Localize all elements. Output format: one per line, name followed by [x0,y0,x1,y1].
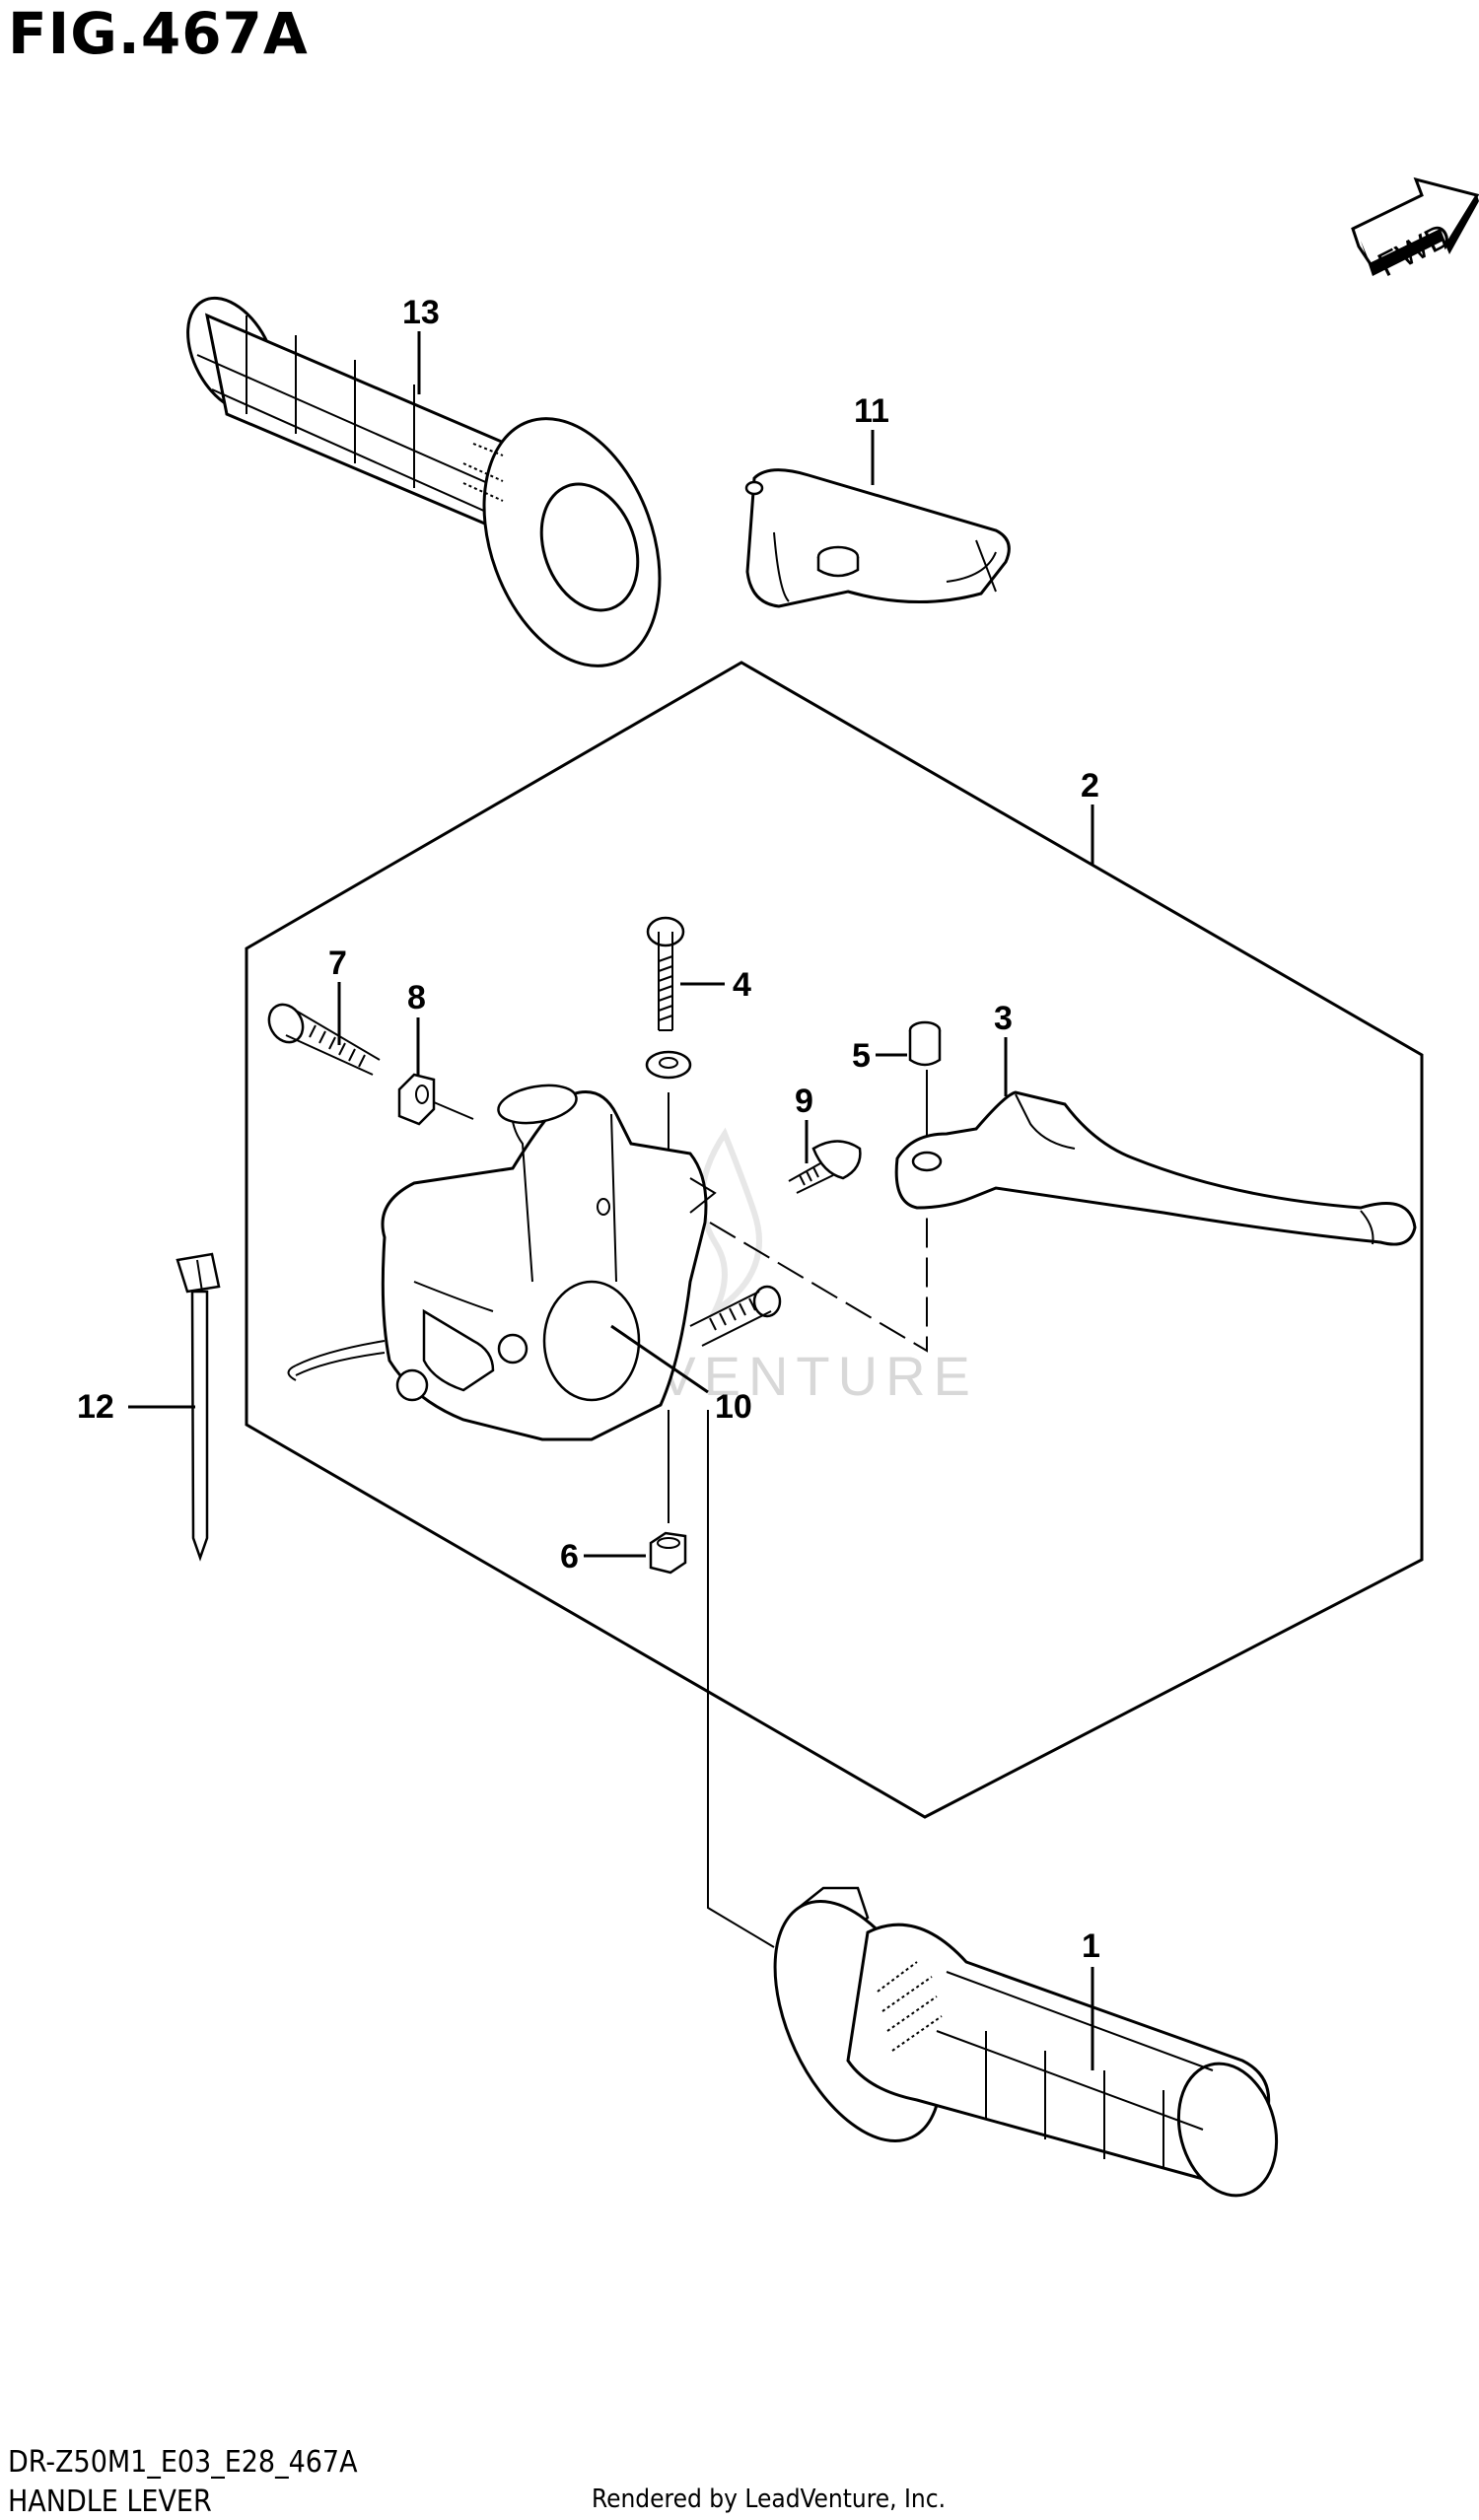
callout-number: 13 [402,294,440,331]
callout-number: 3 [994,1000,1013,1037]
callout-number: 11 [854,392,889,430]
bolt-icon [267,1003,381,1076]
figure-title: FIG.467A [8,0,309,67]
callout-6: 6 [560,1538,646,1575]
diagram-name: HANDLE LEVER [8,2485,212,2519]
callout-number: 5 [852,1037,871,1075]
left-handle-grip-icon [186,296,662,667]
callout-number: 7 [328,945,347,982]
nut-icon [649,1531,687,1575]
callout-number: 6 [560,1538,579,1575]
assembly-line [707,1410,775,1948]
callout-8: 8 [407,979,426,1075]
screw-icon [788,1140,862,1194]
nut-icon [397,1073,436,1126]
pivot-collar-icon [908,1020,942,1067]
callout-2: 2 [1081,767,1099,866]
screw-icon [689,1285,782,1347]
screw-icon [646,916,685,1031]
brake-lever-icon [894,1090,1417,1246]
callout-5: 5 [852,1037,907,1075]
fwd-arrow-icon: FWD [1351,176,1479,284]
callout-number: 10 [715,1388,752,1426]
callout-number: 9 [795,1083,813,1120]
callout-7: 7 [328,945,347,1045]
callout-9: 9 [795,1083,813,1163]
callout-1: 1 [1082,1927,1100,2070]
lever-cover-icon [744,468,1011,608]
callout-13: 13 [402,294,440,394]
callout-12: 12 [77,1388,195,1426]
right-handle-grip-icon [773,1886,1279,2198]
diagram-code: DR-Z50M1_E03_E28_467A [8,2445,358,2480]
callout-10: 10 [610,1324,752,1426]
callout-4: 4 [680,966,751,1004]
render-credit: Rendered by LeadVenture, Inc. [592,2485,947,2514]
callout-number: 12 [77,1388,114,1426]
group-outline [245,661,1424,1819]
callout-number: 1 [1082,1927,1100,1965]
leader-line [433,1101,474,1120]
cable-tie-icon [176,1252,221,1562]
lever-holder-icon [287,1084,717,1441]
callout-11: 11 [854,392,889,485]
washer-icon [645,1050,692,1080]
callout-3: 3 [994,1000,1013,1096]
callout-number: 4 [733,966,751,1004]
callout-number: 8 [407,979,426,1016]
assembly-line [709,1213,928,1353]
callout-number: 2 [1081,767,1099,805]
